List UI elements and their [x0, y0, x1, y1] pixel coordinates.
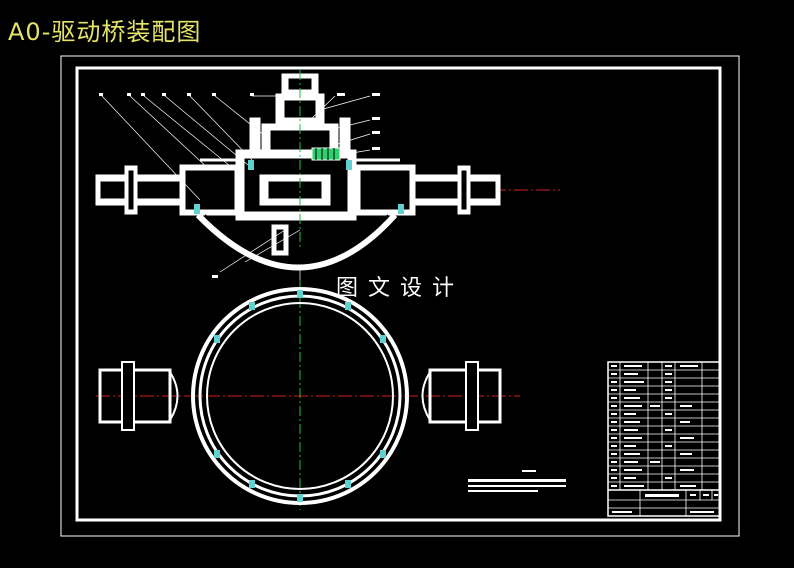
- parts-list-rows: [608, 369, 720, 491]
- axle-plan-view: [96, 280, 520, 510]
- title-block: [608, 490, 720, 516]
- part-leader-lines: [101, 95, 371, 295]
- technical-notes: [468, 470, 566, 492]
- watermark-text: 图文设计: [336, 276, 465, 301]
- housing-bowl-arc: [195, 212, 398, 271]
- ring-gear: [311, 147, 341, 161]
- sheet-inner-border: [75, 66, 722, 522]
- drawing-title: A0-驱动桥装配图: [8, 18, 202, 46]
- axle-section-view: [95, 70, 560, 295]
- sheet-outer-border: [60, 55, 740, 537]
- parts-list-entries: [611, 365, 718, 513]
- ring-bolts: [214, 290, 386, 502]
- housing-ring-outer: [191, 287, 409, 505]
- parts-list-table: [607, 361, 721, 517]
